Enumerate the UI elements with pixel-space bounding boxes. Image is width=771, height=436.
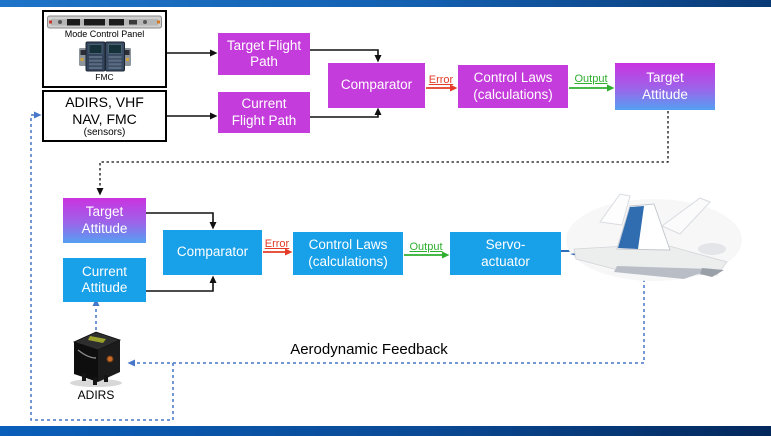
current-flight-path-box: Current Flight Path [218, 92, 310, 133]
dashed-target-attitude-handoff-line [96, 111, 669, 196]
comparator-top-label: Comparator [340, 77, 413, 93]
target-attitude-bottom-box: Target Attitude [63, 198, 146, 243]
current-attitude-label: Current Attitude [81, 263, 128, 295]
bottom-border-bar [0, 426, 771, 436]
feedback-aircraft-to-adirs-line [127, 279, 645, 367]
control-laws-bottom-label: Control Laws (calculations) [308, 237, 388, 269]
comparator-bottom-label: Comparator [176, 244, 249, 260]
servo-actuator-label: Servo- actuator [481, 237, 530, 269]
top-border-bar [0, 0, 771, 7]
mode-control-panel-image [47, 15, 162, 29]
arrow-target-fp-to-comparator [310, 49, 382, 63]
arrow-target-att-to-comparator [146, 212, 217, 230]
mcp-fmc-unit-box: Mode Control Panel FMC [42, 10, 167, 88]
mcp-caption: Mode Control Panel [64, 29, 145, 40]
target-attitude-top-box: Target Attitude [615, 63, 715, 110]
sensors-label: ADIRS, VHF NAV, FMC [65, 94, 144, 127]
sensors-sublabel: (sensors) [83, 126, 126, 138]
current-flight-path-label: Current Flight Path [231, 96, 297, 128]
comparator-bottom-box: Comparator [163, 230, 262, 275]
arrow-current-att-to-comparator [146, 275, 217, 292]
target-attitude-bottom-label: Target Attitude [81, 204, 128, 236]
control-laws-top-box: Control Laws (calculations) [458, 65, 568, 108]
target-attitude-top-label: Target Attitude [642, 70, 688, 102]
servo-actuator-box: Servo- actuator [450, 232, 561, 275]
feedback-to-sensors-line [30, 111, 174, 421]
comparator-top-box: Comparator [328, 63, 425, 108]
control-laws-bottom-box: Control Laws (calculations) [293, 232, 403, 275]
adirs-image [66, 328, 126, 393]
output-label-bottom: Output [409, 241, 443, 253]
error-label-bottom: Error [264, 238, 290, 250]
output-label-top: Output [574, 73, 608, 85]
aircraft-tail-image [562, 192, 747, 292]
control-laws-top-label: Control Laws (calculations) [473, 70, 553, 102]
fmc-image [78, 41, 131, 72]
aerodynamic-feedback-label: Aerodynamic Feedback [290, 341, 448, 358]
sensors-unit-box: ADIRS, VHF NAV, FMC (sensors) [42, 90, 167, 142]
error-label-top: Error [428, 74, 454, 86]
current-attitude-box: Current Attitude [63, 258, 146, 302]
adirs-label: ADIRS [77, 388, 115, 402]
fmc-caption: FMC [95, 72, 114, 83]
target-flight-path-box: Target Flight Path [218, 33, 310, 75]
target-flight-path-label: Target Flight Path [226, 37, 302, 69]
arrow-current-fp-to-comparator [310, 107, 382, 118]
